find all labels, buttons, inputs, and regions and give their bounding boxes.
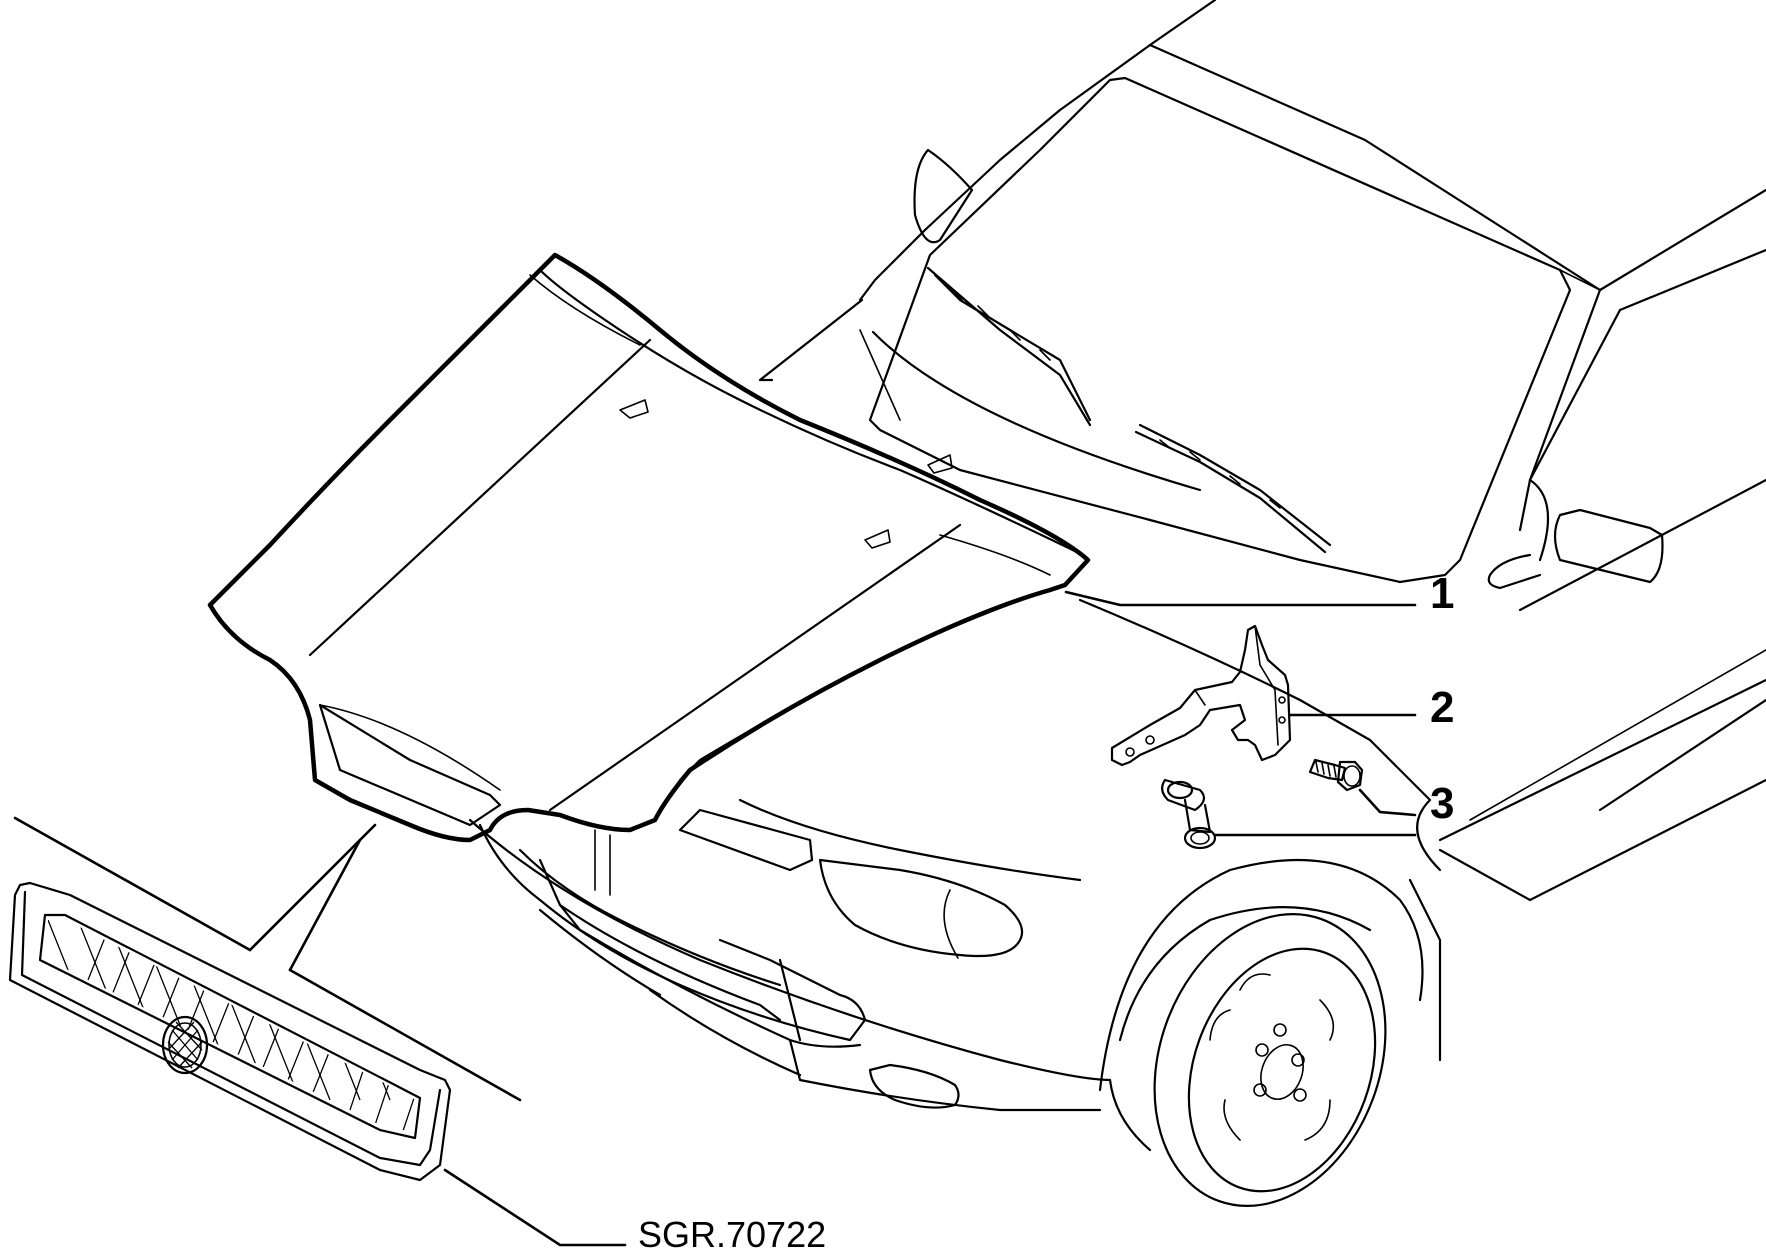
front-wheel [1153,913,1387,1207]
hinge-bolts [1161,758,1364,850]
front-grille [8,881,452,1182]
leader-lines [13,590,1417,1247]
callout-3-bolts: 3 [1430,779,1454,828]
car-body [468,0,1766,1207]
bolt-upper [1308,758,1364,792]
hood-panel [207,252,1091,843]
hood-hinge [1110,624,1292,767]
bolt-lower [1161,778,1217,850]
callout-1-hood: 1 [1430,569,1454,618]
front-fascia [478,798,1102,1112]
reference-code: SGR.70722 [638,1214,826,1249]
grille-emblem-icon [161,1015,209,1075]
callout-2-hinge: 2 [1430,683,1454,732]
